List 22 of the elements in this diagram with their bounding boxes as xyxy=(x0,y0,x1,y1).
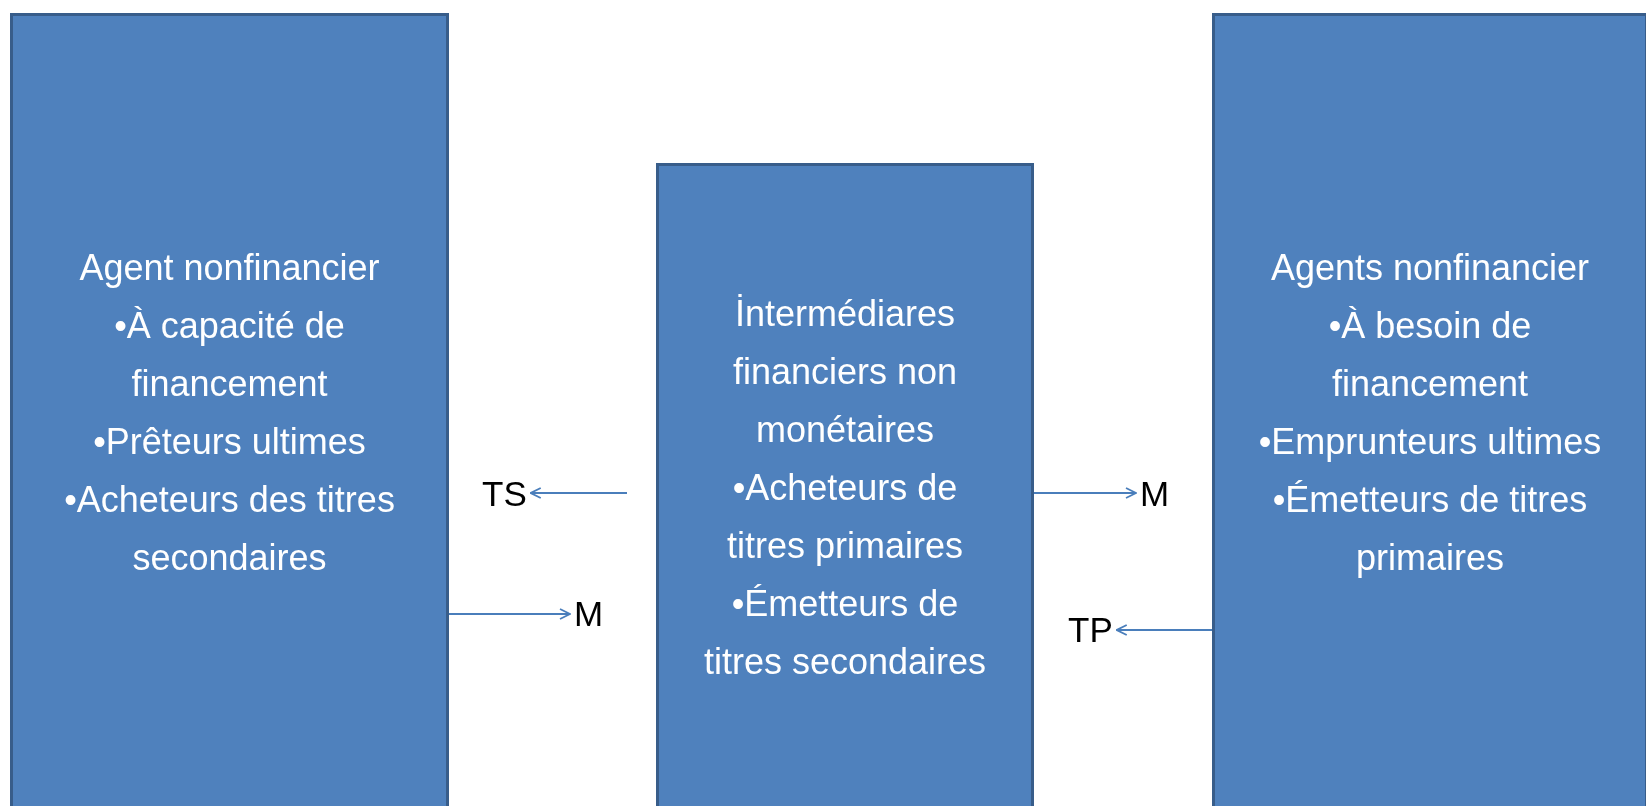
arrow xyxy=(1033,487,1137,499)
box-text: •À besoin de financement xyxy=(1327,304,1533,406)
arrow xyxy=(1115,624,1213,636)
box-text: •Emprunteurs ultimes xyxy=(1258,420,1602,464)
box-text: •Émetteurs de titres primaires xyxy=(1271,478,1589,580)
box-text: Agent nonfinancier xyxy=(79,246,380,290)
arrow xyxy=(529,487,628,499)
arrow xyxy=(448,608,571,620)
box-text: •Émetteurs de titres secondaires xyxy=(702,582,988,684)
flow-label: TP xyxy=(1068,610,1113,650)
entity-box xyxy=(10,13,449,806)
flow-label: TS xyxy=(482,474,527,514)
entity-box xyxy=(656,163,1034,806)
box-text: Agents nonfinancier xyxy=(1270,246,1590,290)
flow-label: M xyxy=(574,594,604,634)
box-text: İntermédiares financiers non monétaires xyxy=(731,292,959,452)
box-text: •À capacité de financement xyxy=(113,304,346,406)
box-text: •Acheteurs des titres secondaires xyxy=(63,478,396,580)
box-text: •Prêteurs ultimes xyxy=(93,420,366,464)
entity-box xyxy=(1212,13,1646,806)
flow-label: M xyxy=(1140,474,1170,514)
box-text: •Acheteurs de titres primaires xyxy=(725,466,964,568)
